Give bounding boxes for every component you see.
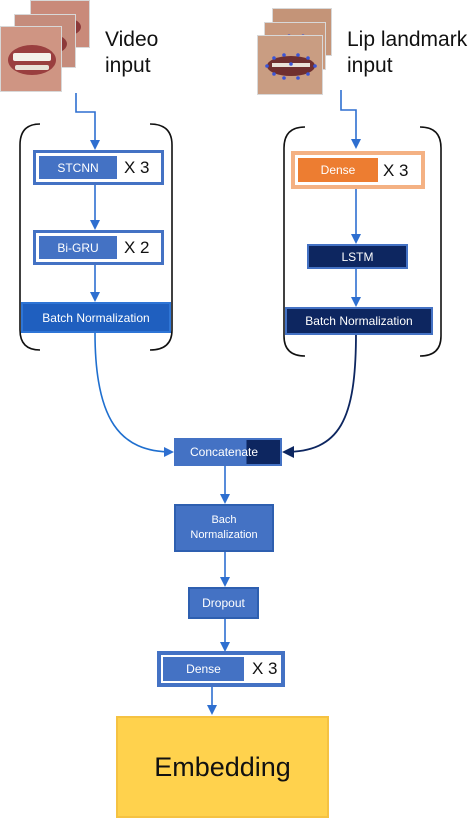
lstm-layer: LSTM (307, 244, 408, 269)
bach-normalization-text: Bach Normalization (190, 514, 258, 541)
video-branch-right-bracket (149, 123, 173, 351)
dense-merge-text: Dense (186, 662, 221, 676)
stcnn-layer: STCNN (39, 156, 117, 179)
stcnn-repeat: X 3 (124, 158, 150, 177)
dense-merge-frame: Dense X 3 (157, 651, 285, 687)
video-input-label: Video input (105, 27, 195, 79)
landmark-input-arrow (340, 90, 361, 149)
landmark-frame-thumbnail (257, 35, 323, 95)
bigru-repeat: X 2 (124, 238, 150, 257)
lstm-text: LSTM (341, 249, 374, 264)
dense-merge-repeat: X 3 (252, 659, 278, 678)
stcnn-text: STCNN (57, 160, 99, 175)
landmark-to-concatenate-arrow (282, 332, 357, 458)
lip-landmark-frames-icon (265, 53, 317, 80)
dropout-text: Dropout (202, 596, 245, 610)
video-input-arrow (75, 93, 100, 150)
dense-landmark-layer: Dense (298, 158, 378, 182)
embedding-text: Embedding (154, 751, 291, 782)
video-to-concatenate-arrow (94, 332, 174, 457)
bach-normalization-layer: Bach Normalization (174, 504, 274, 552)
landmark-batch-normalization-layer: Batch Normalization (285, 307, 433, 335)
landmark-branch-left-bracket (283, 126, 306, 357)
video-batch-norm-text: Batch Normalization (42, 310, 150, 325)
dense-landmark-text: Dense (320, 163, 356, 177)
landmark-input-label: Lip landmark input (347, 27, 470, 79)
video-branch-left-bracket (19, 123, 41, 351)
concatenate-text: Concatenate (190, 445, 259, 459)
bigru-text: Bi-GRU (57, 240, 99, 255)
dense-merge-layer: Dense (163, 657, 244, 681)
landmark-batch-norm-text: Batch Normalization (305, 314, 413, 328)
video-batch-normalization-layer: Batch Normalization (21, 302, 171, 333)
dropout-layer: Dropout (188, 587, 259, 619)
mouth-frame-thumbnail (0, 26, 62, 92)
dense-landmark-frame: Dense X 3 (291, 151, 425, 189)
video-input-text: Video input (105, 28, 159, 77)
bigru-layer: Bi-GRU (39, 236, 117, 259)
mouth-frames-icon (8, 45, 56, 75)
dense-landmark-repeat: X 3 (383, 161, 409, 180)
bigru-frame: Bi-GRU X 2 (33, 230, 164, 265)
embedding-output: Embedding (116, 716, 329, 818)
stcnn-frame: STCNN X 3 (33, 150, 164, 185)
concatenate-layer: Concatenate (174, 438, 282, 466)
landmark-input-text: Lip landmark input (347, 28, 468, 77)
landmark-branch-right-bracket (419, 126, 442, 357)
